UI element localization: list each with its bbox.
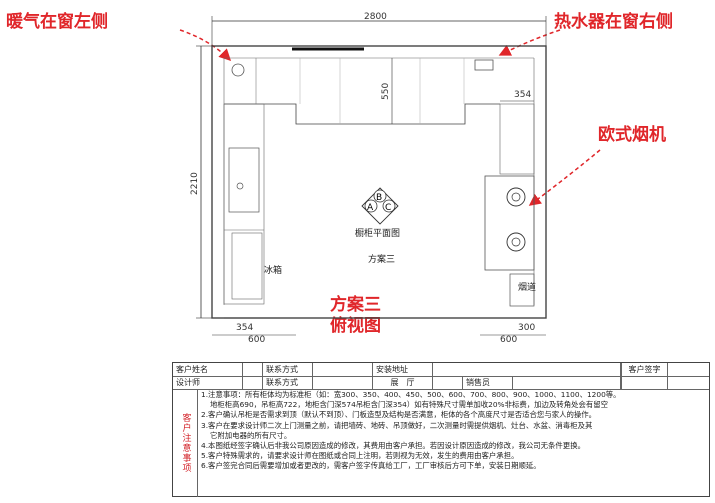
brand-logo: B A C bbox=[361, 187, 399, 225]
fridge-label: 冰箱 bbox=[264, 264, 282, 276]
note-2: 2.客户确认吊柜是否需求到顶（默认不到顶）、门板造型及结构是否满意，柜体的各个高… bbox=[201, 410, 597, 420]
upper-cabinet-line bbox=[224, 103, 500, 125]
note-1-cont: 地柜柜高690，吊柜高722，地柜含门深574吊柜含门深354）如有特殊尺寸需单… bbox=[210, 400, 609, 410]
stove bbox=[484, 175, 535, 271]
heater-left-arrow bbox=[179, 29, 232, 62]
range-hood-arrow bbox=[528, 149, 601, 206]
title-block: 客户姓名 联系方式 安装地址 设计师 联系方式 展 厅 销售员 客户签字 客户注… bbox=[172, 362, 710, 497]
heater-left-annotation: 暖气在窗左侧 bbox=[6, 11, 108, 32]
customer-name-label: 客户姓名 bbox=[173, 363, 243, 376]
salesperson-label: 销售员 bbox=[463, 376, 513, 389]
title-row-2: 设计师 联系方式 展 厅 销售员 bbox=[173, 376, 709, 390]
note-3: 3.客户在要求设计师二次上门测量之前，请把墙砖、地砖、吊顶做好，二次测量时需提供… bbox=[201, 420, 593, 430]
note-6: 6.客户签完合同后需要增加或者更改的，需客户签字传真给工厂，工厂审核后方可下单，… bbox=[201, 461, 541, 471]
flue bbox=[509, 273, 535, 307]
notes-list: 1.注意事项：所有柜体均为标准柜（如：宽300、350、400、450、500、… bbox=[201, 390, 705, 472]
hall-label: 展 厅 bbox=[373, 376, 433, 389]
title-row-1: 客户姓名 联系方式 安装地址 bbox=[173, 363, 709, 377]
dim-upper-depth: 550 bbox=[381, 83, 391, 100]
sink-icon bbox=[228, 147, 260, 213]
room-outline bbox=[211, 45, 547, 319]
dim-bottom-left-depth: 354 bbox=[236, 323, 253, 333]
burner-bottom-icon bbox=[506, 232, 526, 252]
heater-right-arrow bbox=[498, 29, 561, 56]
flue-label-1: 烟道 bbox=[518, 281, 536, 293]
svg-text:C: C bbox=[385, 203, 391, 213]
logo-caption: 橱柜平面图 bbox=[355, 227, 400, 239]
burner-top-icon bbox=[506, 187, 526, 207]
dim-total-width: 2800 bbox=[364, 12, 387, 22]
designer-label: 设计师 bbox=[173, 376, 243, 389]
dim-bottom-right-depth: 300 bbox=[518, 323, 535, 333]
svg-text:B: B bbox=[376, 193, 382, 203]
note-1: 1.注意事项：所有柜体均为标准柜（如：宽300、350、400、450、500、… bbox=[201, 390, 621, 399]
contact-label-1: 联系方式 bbox=[263, 363, 313, 376]
note-5: 5.客户特殊需求的，请要求设计师在图纸或合同上注明，若则视为无效，发生的费用由客… bbox=[201, 451, 519, 461]
left-cabinet-run bbox=[223, 103, 265, 305]
dim-right-upper: 354 bbox=[514, 90, 531, 100]
contact-label-2: 联系方式 bbox=[263, 376, 313, 389]
range-hood-annotation: 欧式烟机 bbox=[598, 124, 666, 145]
water-heater-icon bbox=[474, 59, 494, 71]
install-address-label: 安装地址 bbox=[373, 363, 433, 376]
dim-bottom-left-width: 600 bbox=[248, 335, 265, 345]
heater-right-annotation: 热水器在窗右侧 bbox=[554, 11, 673, 32]
dim-total-height: 2210 bbox=[190, 172, 200, 195]
plan-name-label: 方案三 bbox=[368, 253, 395, 265]
note-4: 4.本图纸经签字确认后非我公司原因造成的修改，其费用由客户承担。若因设计原因造成… bbox=[201, 441, 585, 451]
heater-icon bbox=[231, 63, 245, 77]
customer-sign-field[interactable] bbox=[667, 363, 710, 389]
note-3-cont: 它附加电器的所有尺寸。 bbox=[210, 430, 292, 440]
kitchen-floor-plan: 暖气在窗左侧 热水器在窗右侧 欧式烟机 方案三 俯视图 2800 2210 55… bbox=[6, 11, 673, 345]
plan-subtitle: 俯视图 bbox=[330, 315, 381, 336]
notes-side-label: 客户注意事项 bbox=[173, 389, 198, 497]
plan-title: 方案三 bbox=[330, 294, 381, 315]
customer-sign-label: 客户签字 bbox=[621, 363, 667, 389]
dim-bottom-right-width: 600 bbox=[500, 335, 517, 345]
svg-text:A: A bbox=[367, 203, 374, 213]
